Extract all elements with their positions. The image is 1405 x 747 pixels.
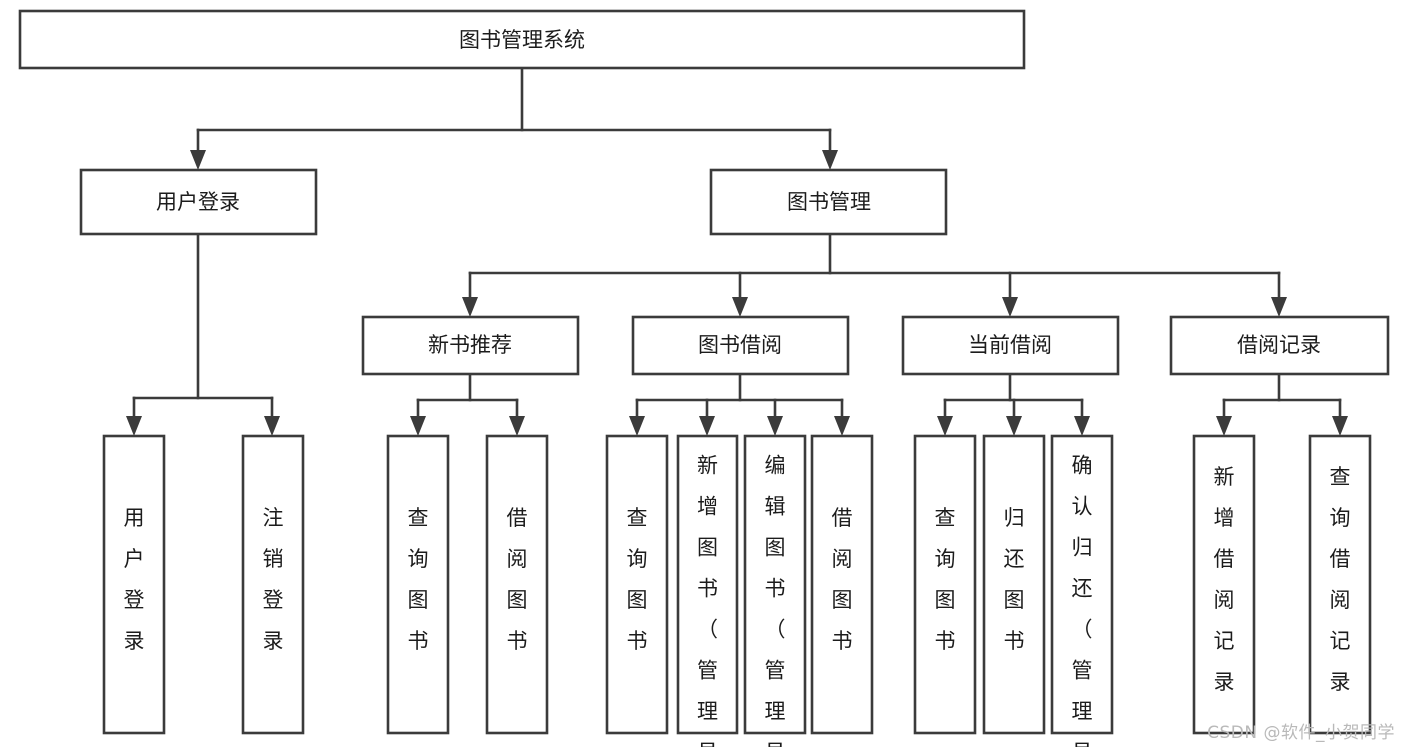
leaf-node-label: 查询借阅记录 [1330,465,1351,694]
node-book-manage-label: 图书管理 [787,190,871,214]
node-borrow-record-label: 借阅记录 [1237,333,1321,357]
arrow-to-leaf-query-book-2 [629,416,645,436]
node-book-manage[interactable]: 图书管理 [709,168,948,236]
leaf-node-label: 新增借阅记录 [1214,465,1235,694]
connectors-new-book-rec-to-leaves [410,372,525,436]
node-book-borrow[interactable]: 图书借阅 [631,315,850,376]
leaf-node-edit-book-admin[interactable]: 编辑图书（管理员） [743,434,807,747]
leaf-node-borrow-book[interactable]: 借阅图书 [485,434,549,735]
arrow-to-leaf-borrow-book-1 [509,416,525,436]
connectors-book-borrow-to-leaves [629,372,850,436]
leaf-node-user-login[interactable]: 用户登录 [102,434,166,735]
leaf-node-label: 编辑图书（管理员） [765,454,786,747]
arrow-to-leaf-add-book [699,416,715,436]
connectors-user-login-to-leaves [126,232,280,436]
node-book-borrow-label: 图书借阅 [698,333,782,357]
leaf-node-layer: 用户登录 注销登录 查询图书 借阅图书 查询图书 新增图书（管理员） 编辑图书（管理员） 借阅… [102,434,1372,747]
leaf-node-label: 查询图书 [627,506,648,653]
arrow-to-leaf-add-record [1216,416,1232,436]
leaf-node-label: 注销登录 [263,506,284,653]
node-current-borrow-label: 当前借阅 [968,333,1052,357]
leaf-node-add-book-admin[interactable]: 新增图书（管理员） [676,434,739,747]
arrow-to-leaf-user-login [126,416,142,436]
node-new-book-recommend-label: 新书推荐 [428,333,512,357]
leaf-node-label: 查询图书 [408,506,429,653]
leaf-node-label: 新增图书（管理员） [697,454,718,747]
leaf-node-logout[interactable]: 注销登录 [241,434,305,735]
leaf-node-label: 归还图书 [1004,506,1025,653]
leaf-node-query-book[interactable]: 查询图书 [605,434,669,735]
leaf-node-confirm-return-admin[interactable]: 确认归还（管理员） [1050,434,1114,747]
connectors-book-manage-to-level3 [462,232,1287,317]
node-root-system[interactable]: 图书管理系统 [18,9,1026,70]
connectors-current-borrow-to-leaves [937,372,1090,436]
leaf-node-label: 查询图书 [935,506,956,653]
arrow-to-leaf-query-book-3 [937,416,953,436]
arrow-to-leaf-query-record [1332,416,1348,436]
leaf-node-label: 确认归还（管理员） [1072,454,1093,747]
arrow-to-user-login [190,150,206,170]
leaf-node-label: 借阅图书 [507,506,528,653]
node-user-login-label: 用户登录 [156,190,240,214]
leaf-node-query-book[interactable]: 查询图书 [913,434,977,735]
arrow-to-leaf-query-book-1 [410,416,426,436]
arrow-to-new-book-rec [462,297,478,317]
leaf-node-return-book[interactable]: 归还图书 [982,434,1046,735]
connectors-root-to-level2 [190,66,838,170]
leaf-node-query-book[interactable]: 查询图书 [386,434,450,735]
arrow-to-leaf-confirm-return [1074,416,1090,436]
connectors-borrow-record-to-leaves [1216,372,1348,436]
node-root-label: 图书管理系统 [459,28,585,52]
arrow-to-leaf-borrow-book-2 [834,416,850,436]
leaf-node-add-borrow-record[interactable]: 新增借阅记录 [1192,434,1256,735]
node-user-login[interactable]: 用户登录 [79,168,318,236]
leaf-node-label: 用户登录 [124,506,145,653]
arrow-to-book-manage [822,150,838,170]
leaf-node-borrow-book[interactable]: 借阅图书 [810,434,874,735]
node-borrow-record[interactable]: 借阅记录 [1169,315,1390,376]
arrow-to-leaf-logout [264,416,280,436]
arrow-to-borrow-record [1271,297,1287,317]
arrow-to-book-borrow [732,297,748,317]
arrow-to-leaf-edit-book [767,416,783,436]
arrow-to-current-borrow [1002,297,1018,317]
node-new-book-recommend[interactable]: 新书推荐 [361,315,580,376]
leaf-node-query-borrow-record[interactable]: 查询借阅记录 [1308,434,1372,735]
leaf-node-label: 借阅图书 [832,506,853,653]
node-current-borrow[interactable]: 当前借阅 [901,315,1120,376]
arrow-to-leaf-return-book [1006,416,1022,436]
